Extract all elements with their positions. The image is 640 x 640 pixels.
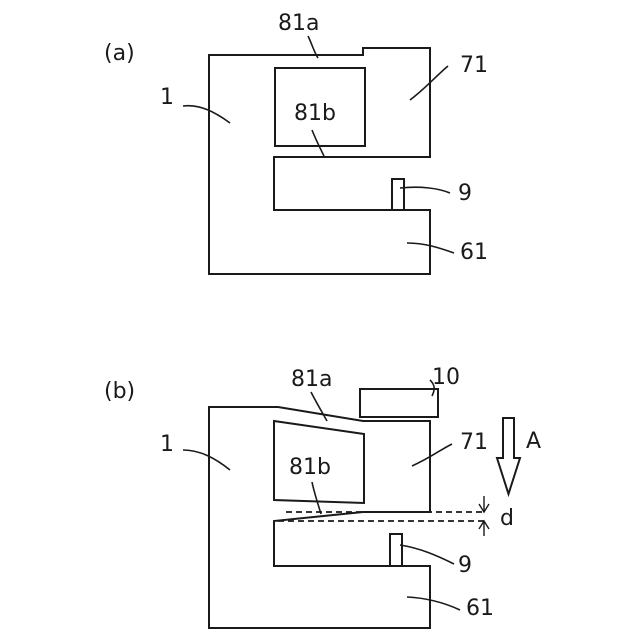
panel-b-leader-81a: [311, 392, 327, 421]
panel-b-pin: [390, 534, 402, 566]
panel-a-pin: [392, 179, 404, 210]
panel-a-body-outline: [209, 48, 430, 274]
panel-a-leader-81b: [312, 130, 324, 156]
panel-a-leader-1: [183, 106, 230, 123]
panel-a-tag: (a): [104, 41, 135, 66]
panel-b-label-9: 9: [458, 553, 472, 578]
panel-b-label-81b: 81b: [289, 455, 331, 480]
panel-b-label-61: 61: [466, 596, 494, 621]
panel-a-label-61: 61: [460, 240, 488, 265]
panel-a: (a) 1 81a 81b 71 9 61: [104, 11, 488, 274]
panel-b-label-71: 71: [460, 430, 488, 455]
panel-b-label-direction: A: [526, 429, 541, 454]
panel-b-leader-71: [412, 444, 452, 466]
panel-b-body-outline: [209, 407, 430, 628]
panel-b-direction-arrow: [497, 418, 520, 494]
panel-a-label-81a: 81a: [278, 11, 319, 36]
panel-b-press-block: [360, 389, 438, 417]
panel-a-label-body: 1: [160, 85, 174, 110]
panel-b-leader-9: [400, 545, 454, 564]
panel-b-leader-61: [407, 597, 460, 610]
panel-b-leader-81b: [312, 482, 321, 514]
panel-a-label-71: 71: [460, 53, 488, 78]
panel-b-leader-1: [183, 450, 230, 470]
panel-a-label-9: 9: [458, 181, 472, 206]
panel-b-gap-dimension: [479, 496, 489, 536]
panel-b-tag: (b): [104, 379, 135, 404]
panel-b-label-body: 1: [160, 432, 174, 457]
panel-b-label-gap: d: [500, 506, 514, 531]
panel-b: (b) 1 81a 81b 10 7: [104, 365, 541, 628]
panel-b-label-81a: 81a: [291, 367, 332, 392]
panel-a-leader-9: [400, 187, 450, 193]
panel-b-label-10: 10: [432, 365, 460, 390]
panel-a-label-81b: 81b: [294, 101, 336, 126]
